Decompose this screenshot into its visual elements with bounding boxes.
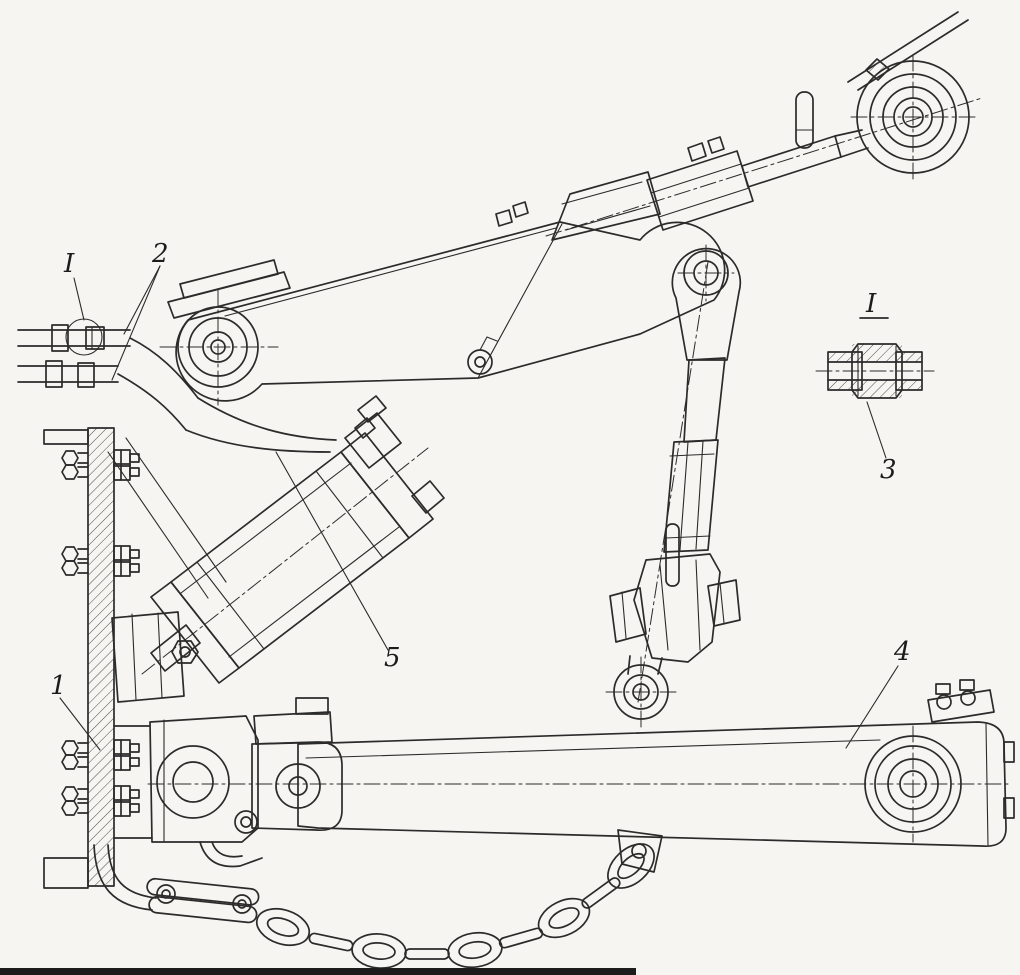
hydraulic-cylinder xyxy=(111,395,445,703)
callout-1: 1 xyxy=(50,671,67,701)
callout-3: 3 xyxy=(880,455,897,485)
safety-chain xyxy=(93,829,664,972)
detail-view-section xyxy=(815,343,935,399)
callout-5: 5 xyxy=(384,643,401,673)
callout-detail-ref: I xyxy=(63,249,75,279)
upper-link-turnbuckle xyxy=(495,11,983,241)
detail-callout-circle xyxy=(65,318,103,356)
mounting-bracket xyxy=(43,427,227,889)
scan-edge xyxy=(0,968,636,975)
callouts: I 2 1 5 4 3 I xyxy=(50,239,911,751)
lift-rod xyxy=(605,247,742,728)
lower-link-arm xyxy=(147,679,1015,868)
hydraulic-hoses xyxy=(17,318,337,453)
detail-view-title: I xyxy=(865,289,877,319)
callout-2: 2 xyxy=(151,239,169,269)
rocker-lift-arm xyxy=(159,221,735,406)
callout-4: 4 xyxy=(893,637,911,667)
